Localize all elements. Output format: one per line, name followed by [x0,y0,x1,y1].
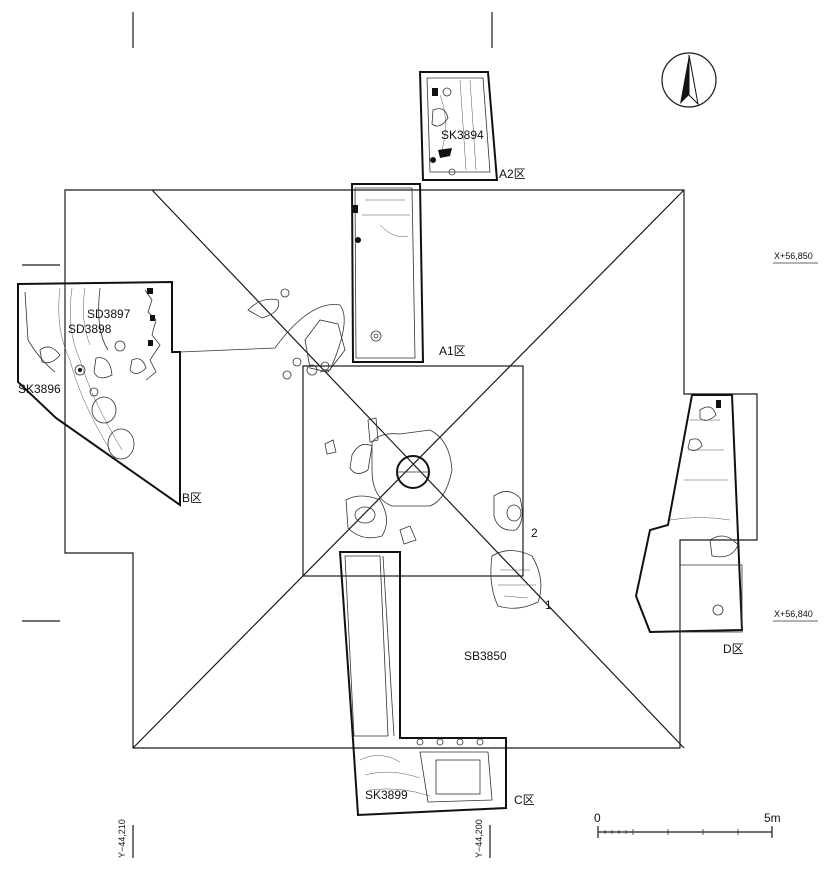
outer-square [64,189,758,749]
coord-y-left: Y−44,210 [117,819,127,858]
label-sk3894: SK3894 [441,128,484,142]
label-a1: A1区 [439,344,466,358]
label-c: C区 [514,793,535,807]
label-d: D区 [723,642,744,656]
coord-x-bottom: X+56,840 [774,609,813,619]
label-a2: A2区 [499,167,526,181]
trench-a1 [179,183,425,380]
label-num2: 2 [531,526,538,540]
label-b: B区 [182,491,202,505]
scale-five: 5m [764,811,781,825]
label-sb3850: SB3850 [464,649,507,663]
trench-c [338,551,507,817]
label-sk3899: SK3899 [365,788,408,802]
inner-square [302,365,524,577]
north-arrow-icon [661,52,717,108]
scale-zero: 0 [594,811,601,825]
coord-y-right: Y−44,200 [474,819,484,858]
label-sd3897: SD3897 [87,307,131,321]
label-num1: 1 [545,598,552,612]
trench-b [17,280,181,507]
label-sd3898: SD3898 [68,322,112,336]
trench-d [634,394,744,634]
trench-a2 [418,71,499,181]
scale-bar [597,826,773,838]
central-features [324,417,542,609]
label-sk3896: SK3896 [18,382,61,396]
coord-x-top: X+56,850 [774,251,813,261]
